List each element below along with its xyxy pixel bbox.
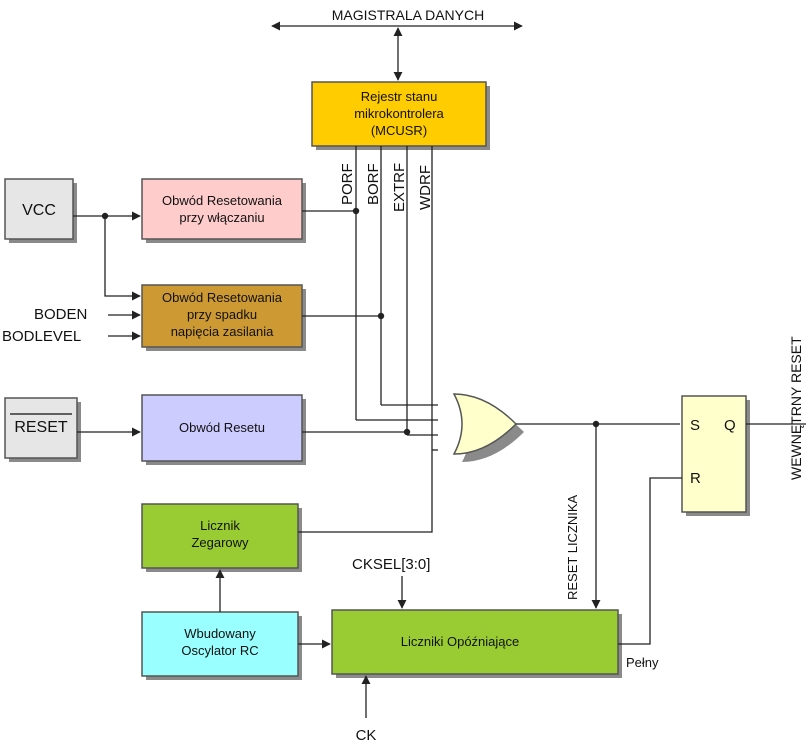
por-junction <box>352 207 360 215</box>
reset-pin-label: RESET <box>14 419 68 436</box>
bod-line-2: przy spadku <box>187 307 257 322</box>
counter-reset-label: RESET LICZNIKA <box>565 494 580 600</box>
latch-s-label: S <box>690 417 700 434</box>
vcc-to-bod-wire <box>104 216 141 301</box>
latch-q-label: Q <box>724 417 736 434</box>
mcusr-line-1: Rejestr stanu <box>361 89 438 104</box>
watchdog-line-1: Licznik <box>200 518 240 533</box>
flag-wdrf: WDRF <box>417 165 434 210</box>
external-reset-circuit: Obwód Resetu <box>141 394 306 465</box>
watchdog-line-2: Zegarowy <box>191 535 249 550</box>
bod-junction <box>377 312 385 320</box>
extrf-junction <box>403 428 411 436</box>
reset-circuit-label: Obwód Resetu <box>179 420 265 435</box>
sr-latch: S Q R <box>681 395 750 516</box>
delay-counters: Liczniki Opóźniające <box>331 609 622 678</box>
watchdog-output-wire <box>298 450 433 533</box>
data-bus-label: MAGISTRALA DANYCH <box>332 7 484 23</box>
bod-line-1: Obwód Resetowania <box>162 290 283 305</box>
delay-counters-label: Liczniki Opóźniające <box>401 634 520 649</box>
flag-borf: BORF <box>365 163 382 205</box>
internal-reset-label: WEWNĘTRNY RESET <box>788 336 804 480</box>
watchdog-counter: Licznik Zegarowy <box>141 503 302 572</box>
vcc-label: VCC <box>22 202 56 219</box>
oscillator-line-1: Wbudowany <box>184 626 256 641</box>
bod-line-3: napięcia zasilania <box>171 324 274 339</box>
vcc-box: VCC <box>4 178 77 243</box>
reset-pin-box: RESET <box>4 397 81 462</box>
oscillator-line-2: Oscylator RC <box>181 643 258 658</box>
power-on-reset-circuit: Obwód Resetowania przy włączaniu <box>141 178 306 243</box>
mcusr-box <box>311 81 487 147</box>
internal-rc-oscillator: Wbudowany Oscylator RC <box>141 611 302 680</box>
mcusr-line-2: mikrokontrolera <box>354 106 444 121</box>
mcusr-line-3: (MCUSR) <box>371 123 427 138</box>
por-line-2: przy włączaniu <box>179 210 264 225</box>
latch-r-label: R <box>690 470 701 487</box>
or-gate <box>452 393 524 462</box>
flag-extrf: EXTRF <box>391 163 408 212</box>
bodlevel-label: BODLEVEL <box>2 328 81 345</box>
mcusr-register: Rejestr stanu mikrokontrolera (MCUSR) <box>311 81 490 150</box>
ck-label: CK <box>356 727 377 744</box>
boden-label: BODEN <box>34 306 87 323</box>
full-label: Pełny <box>626 655 659 670</box>
brown-out-reset-circuit: Obwód Resetowania przy spadku napięcia z… <box>141 284 306 351</box>
cksel-label: CKSEL[3:0] <box>352 556 430 573</box>
full-to-latch-r-wire <box>618 477 682 645</box>
flag-porf: PORF <box>339 163 356 205</box>
por-line-1: Obwód Resetowania <box>162 193 283 208</box>
